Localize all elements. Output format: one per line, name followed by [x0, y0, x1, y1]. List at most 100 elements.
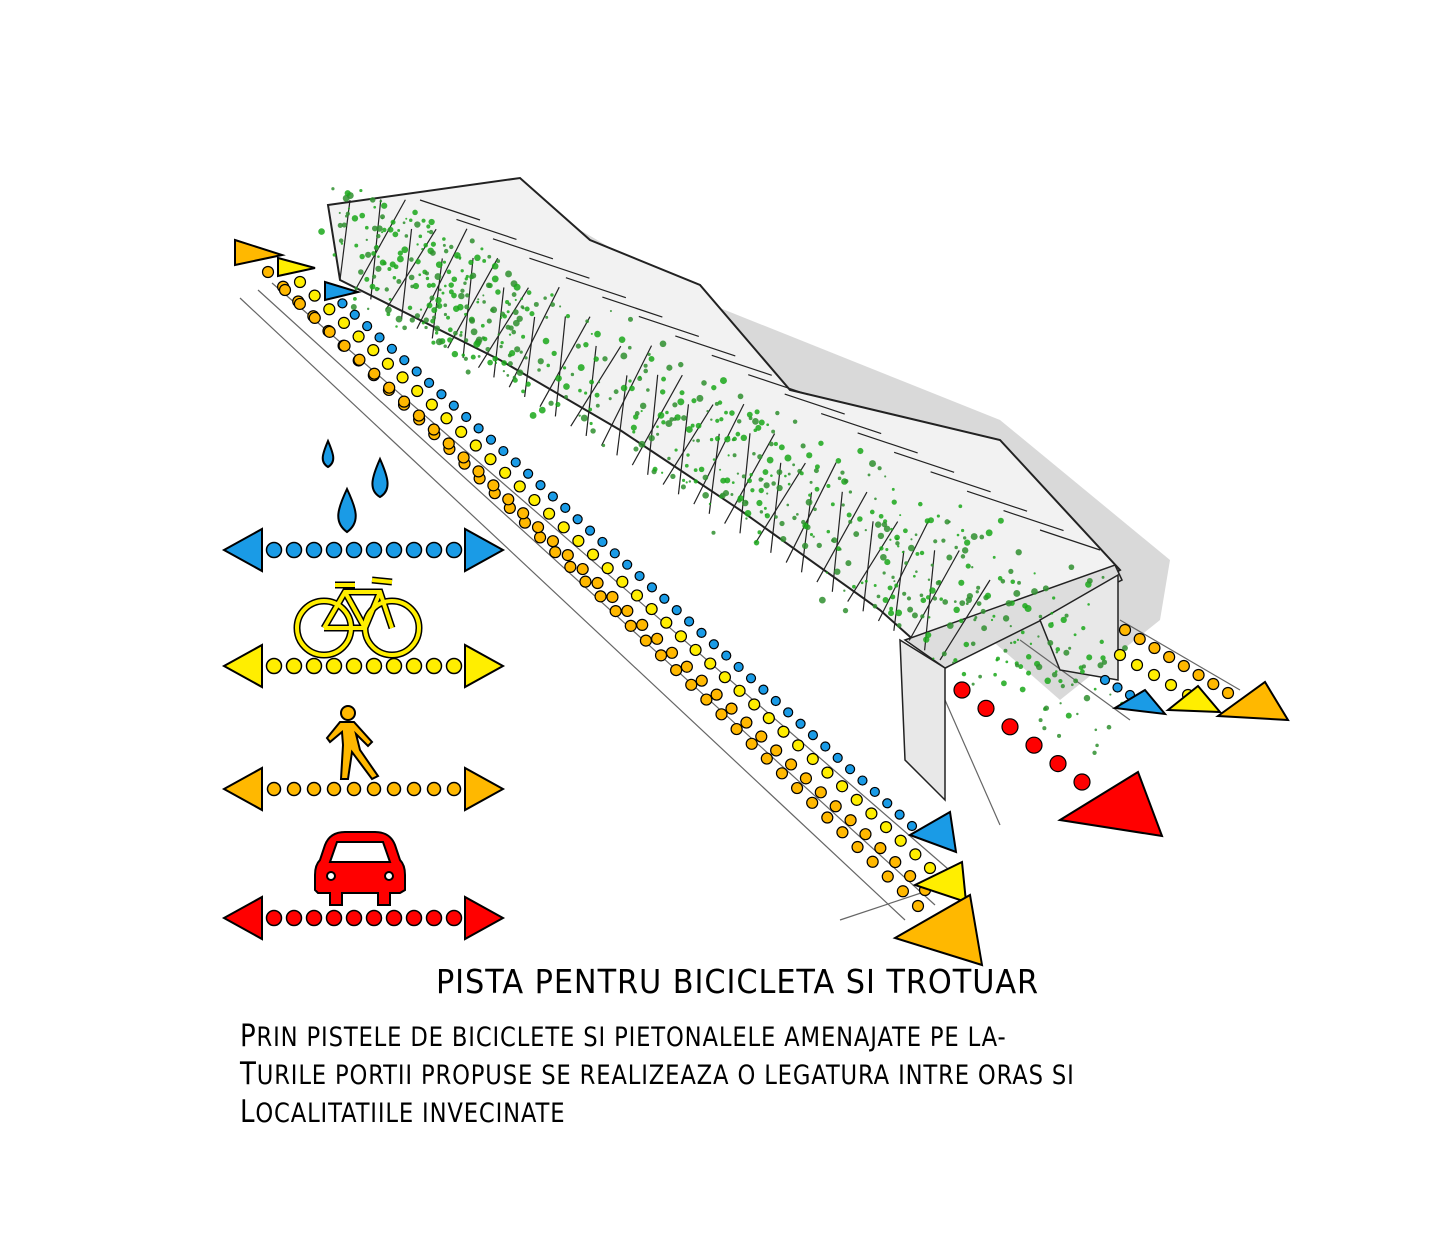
dot [368, 367, 381, 380]
vine-leaf [548, 400, 554, 406]
vine-leaf [715, 418, 720, 423]
truss-member [800, 492, 813, 573]
vine-leaf [469, 238, 475, 244]
vine-leaf [932, 596, 938, 601]
vine-leaf [418, 273, 422, 277]
vine-leaf [429, 295, 435, 301]
vine-leaf [756, 499, 763, 507]
vine-leaf [961, 547, 969, 554]
vine-leaf [514, 298, 517, 302]
vine-leaf [839, 548, 842, 551]
vine-leaf [990, 618, 994, 622]
vine-leaf [384, 287, 389, 292]
vine-leaf [468, 259, 474, 266]
vine-leaf [521, 334, 526, 339]
vine-leaf [688, 480, 692, 483]
vine-leaf [735, 431, 741, 437]
dot [680, 660, 693, 673]
deck-beam [784, 393, 845, 415]
vine-leaf [435, 297, 442, 304]
vine-leaf [525, 381, 531, 387]
vine-leaf [894, 534, 900, 541]
vine-leaf [976, 601, 982, 607]
vine-leaf [382, 227, 387, 233]
vine-leaf [724, 410, 728, 415]
vine-leaf [516, 369, 524, 376]
vine-leaf [447, 337, 453, 343]
dot [531, 521, 545, 534]
vine-leaf [970, 533, 978, 541]
vine-leaf [722, 490, 730, 497]
vine-leaf [1073, 678, 1079, 684]
vine-leaf [1083, 694, 1091, 702]
vine-leaf [965, 563, 971, 569]
vine-leaf [499, 344, 503, 349]
vine-leaf [744, 510, 752, 517]
vine-leaf [706, 409, 709, 413]
dot [362, 320, 373, 332]
vine-leaf [974, 615, 978, 619]
dot [977, 699, 995, 718]
vine-leaf [853, 531, 860, 537]
dot [345, 541, 363, 559]
vine-leaf [630, 424, 637, 431]
car-icon [314, 831, 406, 906]
dot [423, 377, 435, 388]
description-line: TURILE PORTII PROPUSE SE REALIZEAZA O LE… [240, 1056, 1075, 1092]
vine-leaf [901, 550, 905, 554]
vine-leaf [897, 545, 900, 548]
vine-leaf [1001, 680, 1007, 687]
dot [881, 870, 894, 883]
dot [487, 479, 500, 492]
dot [445, 541, 463, 559]
dot [367, 344, 380, 357]
arrow-left-icon [221, 643, 263, 689]
vine-leaf [661, 471, 664, 474]
vine-leaf [745, 500, 749, 504]
vine-leaf [377, 255, 380, 258]
dot [606, 590, 619, 604]
vine-leaf [980, 608, 986, 614]
dot [695, 674, 708, 687]
dot [306, 781, 322, 797]
vine-leaf [657, 412, 665, 419]
vine-leaf [884, 559, 891, 566]
vine-leaf [935, 580, 941, 586]
dot [904, 869, 917, 883]
vine-leaf [435, 261, 443, 269]
arrow-pedestrian-end-icon [892, 893, 984, 967]
vine-leaf [459, 333, 463, 337]
vine-leaf [597, 381, 601, 384]
vine-leaf [774, 515, 778, 519]
deck-beam [565, 277, 627, 299]
vine-leaf [496, 259, 501, 263]
vine-leaf [396, 278, 402, 284]
dot [584, 525, 596, 536]
vine-leaf [1101, 659, 1108, 665]
vine-leaf [843, 589, 846, 592]
dot [659, 593, 670, 604]
dot [859, 828, 872, 841]
vine-leaf [885, 547, 889, 552]
vine-leaf [749, 473, 753, 477]
vine-leaf [775, 410, 780, 416]
vine-leaf [565, 313, 571, 319]
vine-leaf [359, 253, 365, 260]
dot [770, 695, 781, 707]
vine-leaf [1026, 670, 1032, 676]
vine-leaf [907, 606, 914, 613]
vine-leaf [995, 656, 1000, 661]
vine-leaf [873, 584, 877, 587]
dot [345, 909, 363, 927]
vine-leaf [770, 474, 773, 477]
vine-leaf [1070, 683, 1074, 687]
vine-leaf [941, 538, 946, 543]
vine-leaf [502, 314, 507, 319]
vine-leaf [1101, 575, 1105, 579]
vine-leaf [740, 434, 748, 442]
dot [821, 811, 834, 824]
vine-leaf [1055, 647, 1061, 652]
vine-leaf [529, 412, 537, 419]
vine-leaf [758, 487, 764, 494]
dot [879, 821, 893, 834]
